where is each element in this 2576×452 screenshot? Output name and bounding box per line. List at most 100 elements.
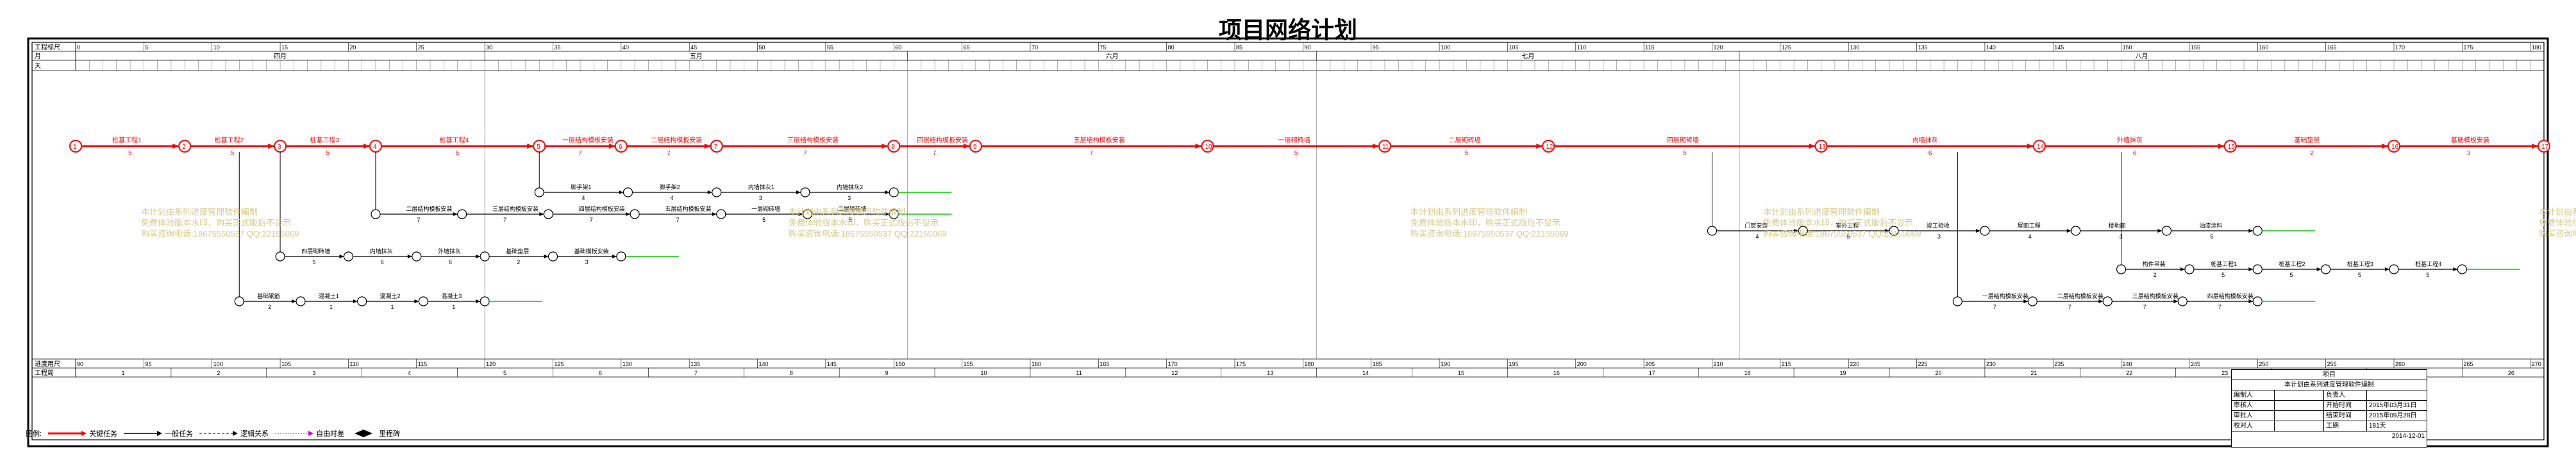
event-node bbox=[969, 140, 982, 153]
legend-critical: 关键任务 bbox=[48, 428, 117, 439]
info-date: 2014-12-01 bbox=[2391, 433, 2425, 440]
bottom-ruler-tick-label: 110 bbox=[349, 361, 358, 367]
legend-logic-label: 逻辑关系 bbox=[240, 430, 269, 438]
ruler-tick-label: 150 bbox=[2123, 44, 2132, 51]
normal-task-label: 内墙抹灰2 bbox=[837, 183, 863, 190]
week-label: 12 bbox=[1171, 370, 1178, 376]
critical-task-label: 外墙抹灰 bbox=[2117, 136, 2143, 144]
week-label: 14 bbox=[1362, 370, 1369, 376]
event-node bbox=[2027, 296, 2037, 306]
info-row: 校对人 工期 181天 bbox=[2232, 421, 2427, 431]
bottom-ruler-tick-label: 260 bbox=[2395, 361, 2405, 367]
critical-task-label: 内墙抹灰 bbox=[1912, 136, 1938, 144]
event-node bbox=[457, 209, 467, 219]
event-node bbox=[887, 140, 901, 153]
bottom-ruler-tick-label: 185 bbox=[1373, 361, 1382, 367]
critical-task-duration: 5 bbox=[456, 150, 460, 157]
info-value bbox=[2275, 401, 2324, 410]
normal-task-label: 屋面工程 bbox=[2018, 222, 2041, 229]
info-row: 审批人 结束时间 2015年09月28日 bbox=[2232, 411, 2427, 421]
watermark-line3: 购买咨询电话:18675550537 QQ:22155069 bbox=[789, 229, 946, 239]
normal-arrowhead bbox=[339, 255, 344, 258]
info-key: 工期 bbox=[2324, 421, 2367, 431]
ruler-tick-label: 165 bbox=[2327, 44, 2337, 51]
week-label: 19 bbox=[1840, 370, 1846, 376]
event-node-number: 10 bbox=[1205, 144, 1212, 151]
event-node-number: 13 bbox=[1819, 144, 1827, 151]
ruler-tick-label: 30 bbox=[486, 44, 492, 51]
normal-task-duration: 7 bbox=[1993, 304, 1996, 310]
bottom-ruler-tick-label: 255 bbox=[2327, 361, 2337, 367]
critical-arrowhead bbox=[2532, 144, 2538, 149]
normal-task-label: 基础模板安装 bbox=[574, 247, 609, 255]
bottom-ruler-tick-label: 245 bbox=[2191, 361, 2200, 367]
legend-logic: 逻辑关系 bbox=[199, 428, 269, 439]
critical-task-label: 桩基工程1 bbox=[112, 136, 142, 144]
normal-arrowhead bbox=[539, 212, 544, 216]
normal-task-duration: 5 bbox=[2358, 272, 2361, 278]
critical-task-label: 桩基工程2 bbox=[215, 136, 244, 144]
normal-task-duration: 3 bbox=[585, 259, 589, 265]
critical-arrowhead bbox=[1809, 144, 1816, 149]
normal-arrowhead bbox=[885, 190, 890, 194]
bottom-ruler-tick-label: 220 bbox=[1850, 361, 1859, 367]
info-key: 校对人 bbox=[2232, 421, 2275, 431]
critical-task-duration: 7 bbox=[803, 150, 807, 157]
bottom-ruler-tick-label: 90 bbox=[77, 361, 83, 367]
week-label: 18 bbox=[1744, 370, 1751, 376]
event-node bbox=[1378, 140, 1391, 153]
normal-arrowhead bbox=[885, 212, 890, 216]
week-label: 11 bbox=[1076, 370, 1082, 376]
normal-task-label: 四层结构模板安装 bbox=[579, 205, 625, 212]
ruler-tick-label: 40 bbox=[623, 44, 629, 51]
critical-arrowhead bbox=[2027, 144, 2034, 149]
ruler-tick-label: 125 bbox=[1782, 44, 1791, 51]
event-node bbox=[1798, 226, 1808, 236]
event-node bbox=[69, 140, 82, 153]
normal-task-duration: 5 bbox=[2289, 272, 2293, 278]
event-node bbox=[1889, 226, 1899, 236]
event-node-number: 12 bbox=[1546, 144, 1553, 151]
normal-task-label: 一层结构模板安装 bbox=[1982, 292, 2028, 299]
normal-task-label: 桩基工程3 bbox=[2347, 260, 2373, 267]
event-node-number: 7 bbox=[714, 144, 718, 151]
ruler-tick-label: 20 bbox=[349, 44, 356, 51]
event-node bbox=[1952, 296, 1962, 306]
event-node bbox=[716, 209, 726, 219]
info-key: 负责人 bbox=[2324, 390, 2367, 400]
event-node-number: 16 bbox=[2391, 144, 2399, 151]
bottom-ruler-tick-label: 240 bbox=[2123, 361, 2132, 367]
ruler-tick-label: 5 bbox=[145, 44, 148, 51]
info-header-row: 项目 bbox=[2232, 370, 2427, 380]
normal-task-duration: 7 bbox=[2218, 304, 2221, 310]
week-label: 21 bbox=[2030, 370, 2037, 376]
info-key: 结束时间 bbox=[2324, 411, 2367, 421]
ruler-tick-label: 55 bbox=[827, 44, 833, 51]
normal-task-duration: 2 bbox=[517, 259, 520, 265]
bottom-label-progress: 进度用尺 bbox=[35, 360, 60, 368]
critical-task-duration: 5 bbox=[326, 150, 330, 157]
event-node bbox=[2388, 140, 2401, 153]
normal-arrowhead bbox=[796, 190, 801, 194]
event-node bbox=[1542, 140, 1555, 153]
bottom-ruler-tick-label: 160 bbox=[1032, 361, 1041, 367]
event-node bbox=[2321, 264, 2331, 274]
normal-task-duration: 7 bbox=[676, 217, 679, 223]
critical-arrowhead bbox=[2218, 144, 2225, 149]
watermark-line2: 免费体验版本水印，购买正式版后不显示 bbox=[1763, 218, 1913, 228]
critical-task-label: 二层砌砖墙 bbox=[1449, 136, 1481, 144]
info-value: 2015年03月31日 bbox=[2369, 402, 2417, 409]
event-node bbox=[371, 209, 381, 219]
week-label: 17 bbox=[1649, 370, 1655, 376]
bottom-ruler-tick-label: 225 bbox=[1918, 361, 1928, 367]
bottom-ruler-tick-label: 230 bbox=[1986, 361, 1996, 367]
watermark-line1: 本计划由系列进度管理软件编制 bbox=[1410, 207, 1527, 217]
event-node-number: 14 bbox=[2037, 144, 2045, 151]
critical-arrowhead bbox=[963, 144, 970, 149]
normal-task-label: 脚手架2 bbox=[660, 183, 680, 190]
ruler-tick-label: 95 bbox=[1373, 44, 1379, 51]
event-node bbox=[2177, 296, 2187, 306]
critical-arrowhead bbox=[268, 144, 275, 149]
normal-task-duration: 5 bbox=[2221, 272, 2225, 278]
bottom-ruler-tick-label: 215 bbox=[1782, 361, 1791, 367]
